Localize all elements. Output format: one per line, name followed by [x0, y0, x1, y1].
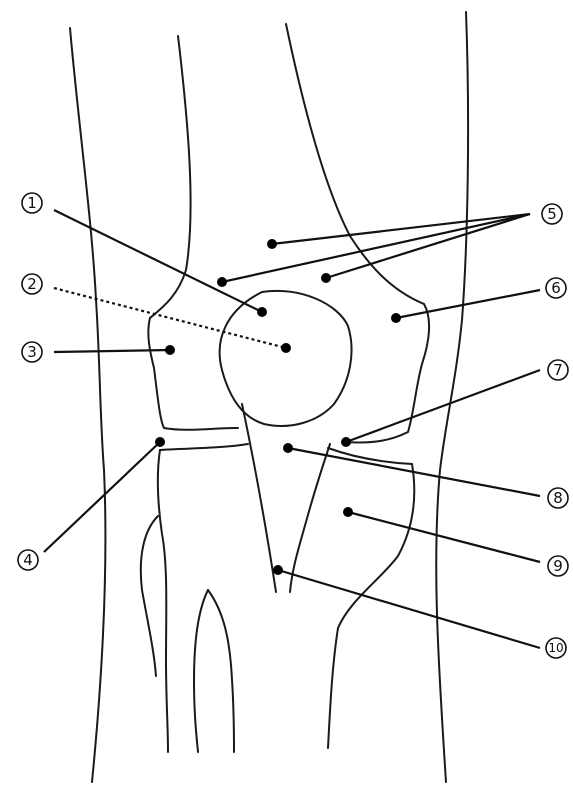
- leader-line-10: [278, 570, 540, 648]
- marker-dots: [155, 239, 401, 575]
- label-2-text: 2: [27, 275, 37, 293]
- label-8: 8: [548, 488, 568, 508]
- label-4: 4: [18, 550, 38, 570]
- label-10: 10: [546, 638, 566, 658]
- leg-outline-right: [436, 12, 468, 782]
- marker-dot-5c: [321, 273, 331, 283]
- marker-dot-1: [257, 307, 267, 317]
- leader-line-4: [44, 442, 160, 552]
- fibula-outer-edge: [158, 450, 168, 752]
- label-4-text: 4: [23, 551, 33, 569]
- label-5-text: 5: [547, 205, 557, 223]
- tibial-plateau-line-left: [160, 444, 248, 450]
- label-9-text: 9: [553, 557, 563, 575]
- leader-line-6: [396, 290, 540, 318]
- label-3: 3: [22, 342, 42, 362]
- fibula-shaft-left: [194, 590, 208, 752]
- marker-dot-9: [343, 507, 353, 517]
- leg-outline-left: [70, 28, 106, 782]
- label-3-text: 3: [27, 343, 37, 361]
- label-10-text: 10: [548, 641, 563, 655]
- label-9: 9: [548, 556, 568, 576]
- femur-shaft-left: [150, 36, 191, 318]
- marker-dot-5a: [267, 239, 277, 249]
- tibia-medial-edge: [242, 404, 276, 592]
- marker-dot-6: [391, 313, 401, 323]
- label-6: 6: [546, 278, 566, 298]
- leader-line-7: [346, 370, 540, 442]
- outline-strokes: [70, 12, 468, 782]
- femoral-condyle-right: [148, 318, 238, 430]
- marker-dot-3: [165, 345, 175, 355]
- label-1: 1: [22, 193, 42, 213]
- label-8-text: 8: [553, 489, 563, 507]
- femur-shaft-right: [286, 24, 424, 304]
- label-2: 2: [22, 274, 42, 294]
- leader-line-5b: [222, 214, 530, 282]
- leader-line-9: [348, 512, 540, 562]
- fibula-head: [141, 516, 158, 676]
- marker-dot-2: [281, 343, 291, 353]
- tibia-shaft-lateral: [290, 444, 330, 592]
- label-7: 7: [548, 360, 568, 380]
- label-1-text: 1: [27, 194, 37, 212]
- label-5: 5: [542, 204, 562, 224]
- marker-dot-4: [155, 437, 165, 447]
- marker-dot-7: [341, 437, 351, 447]
- patella-outline: [220, 291, 352, 426]
- leader-line-3: [54, 350, 170, 352]
- label-7-text: 7: [553, 361, 563, 379]
- fibula-shaft-right: [208, 590, 234, 752]
- label-6-text: 6: [551, 279, 561, 297]
- marker-dot-5b: [217, 277, 227, 287]
- femoral-condyle-left: [346, 304, 429, 443]
- marker-dot-8: [283, 443, 293, 453]
- marker-dot-10: [273, 565, 283, 575]
- tibial-plateau-line-right: [328, 448, 412, 464]
- leader-line-5a: [272, 214, 530, 244]
